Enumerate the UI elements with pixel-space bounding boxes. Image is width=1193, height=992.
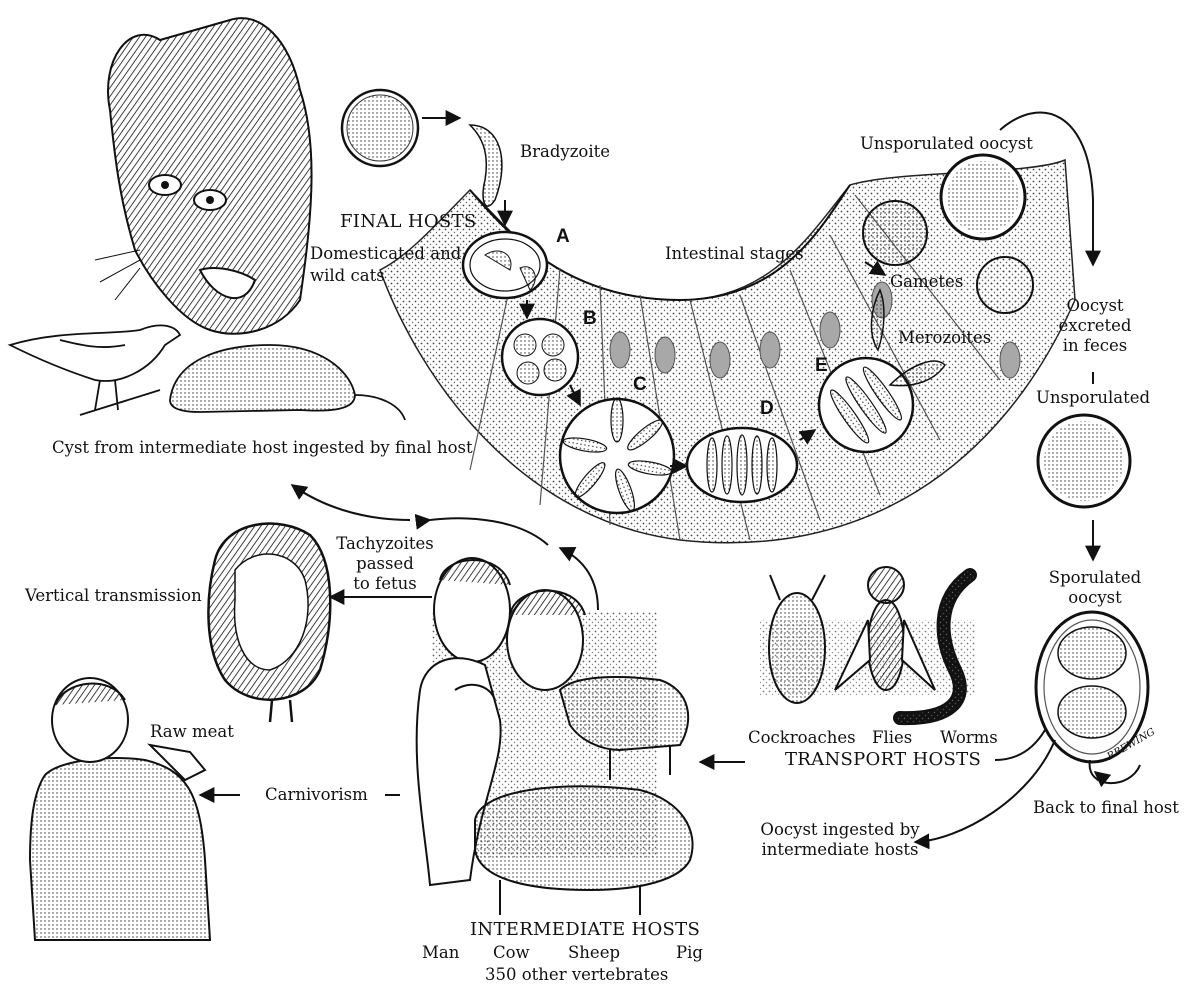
label-man: Man	[422, 943, 459, 963]
label-wild-cats: wild cats	[310, 266, 385, 286]
stage-b	[502, 319, 578, 395]
stage-e	[819, 358, 913, 452]
tissue-cyst	[342, 90, 418, 166]
label-transport-hosts: TRANSPORT HOSTS	[785, 750, 981, 770]
label-sheep: Sheep	[568, 943, 620, 963]
label-final-hosts: FINAL HOSTS	[340, 212, 476, 232]
label-intermediate-hosts: INTERMEDIATE HOSTS	[470, 920, 700, 940]
stage-letter-d: D	[760, 398, 774, 420]
oocyst-in-intestine	[941, 155, 1025, 239]
boy-illustration	[30, 678, 210, 940]
unsporulated-oocyst-right	[1038, 415, 1130, 507]
label-unsporulated: Unsporulated	[1036, 388, 1150, 408]
label-cyst-ingested: Cyst from intermediate host ingested by …	[52, 438, 473, 458]
label-vertical-transmission: Vertical transmission	[25, 586, 202, 606]
label-flies: Flies	[872, 728, 912, 748]
label-cockroaches: Cockroaches	[748, 728, 856, 748]
label-carnivorism: Carnivorism	[265, 785, 368, 805]
label-unsporulated-oocyst: Unsporulated oocyst	[860, 134, 1033, 154]
mouse-illustration	[170, 345, 405, 420]
label-merozoites: Merozoites	[898, 328, 991, 348]
label-cow: Cow	[493, 943, 530, 963]
label-oocyst-excreted: Oocyst excreted in feces	[1045, 296, 1145, 356]
label-sporulated-oocyst: Sporulated oocyst	[1040, 568, 1150, 608]
stage-letter-c: C	[633, 374, 647, 396]
bird-illustration	[10, 325, 180, 415]
label-bradyzoite: Bradyzoite	[520, 142, 610, 162]
stage-d	[687, 428, 797, 502]
fetus-illustration	[208, 524, 330, 722]
pig-illustration	[475, 786, 693, 915]
arrow-to-final-host	[292, 485, 410, 520]
label-gametes: Gametes	[890, 272, 963, 292]
cat-illustration	[95, 18, 312, 334]
label-back-to-final-host: Back to final host	[1033, 798, 1179, 818]
arrow-tachyzoites	[430, 518, 548, 545]
label-pig: Pig	[676, 943, 703, 963]
stage-letter-a: A	[556, 226, 570, 248]
label-other-vertebrates: 350 other vertebrates	[485, 965, 668, 985]
stage-c	[560, 398, 674, 513]
cockroach-illustration	[769, 575, 825, 703]
stage-letter-e: E	[815, 355, 828, 377]
label-raw-meat: Raw meat	[150, 722, 234, 742]
label-oocyst-ingested: Oocyst ingested by intermediate hosts	[755, 820, 925, 860]
arrow-transport-to-intermediate	[995, 730, 1045, 760]
label-worms: Worms	[940, 728, 998, 748]
stage-letter-b: B	[583, 308, 597, 330]
label-intestinal-stages: Intestinal stages	[665, 244, 804, 264]
label-domesticated: Domesticated and	[310, 244, 461, 264]
label-tachyzoites: Tachyzoites passed to fetus	[330, 534, 440, 594]
stage-a	[463, 232, 547, 298]
